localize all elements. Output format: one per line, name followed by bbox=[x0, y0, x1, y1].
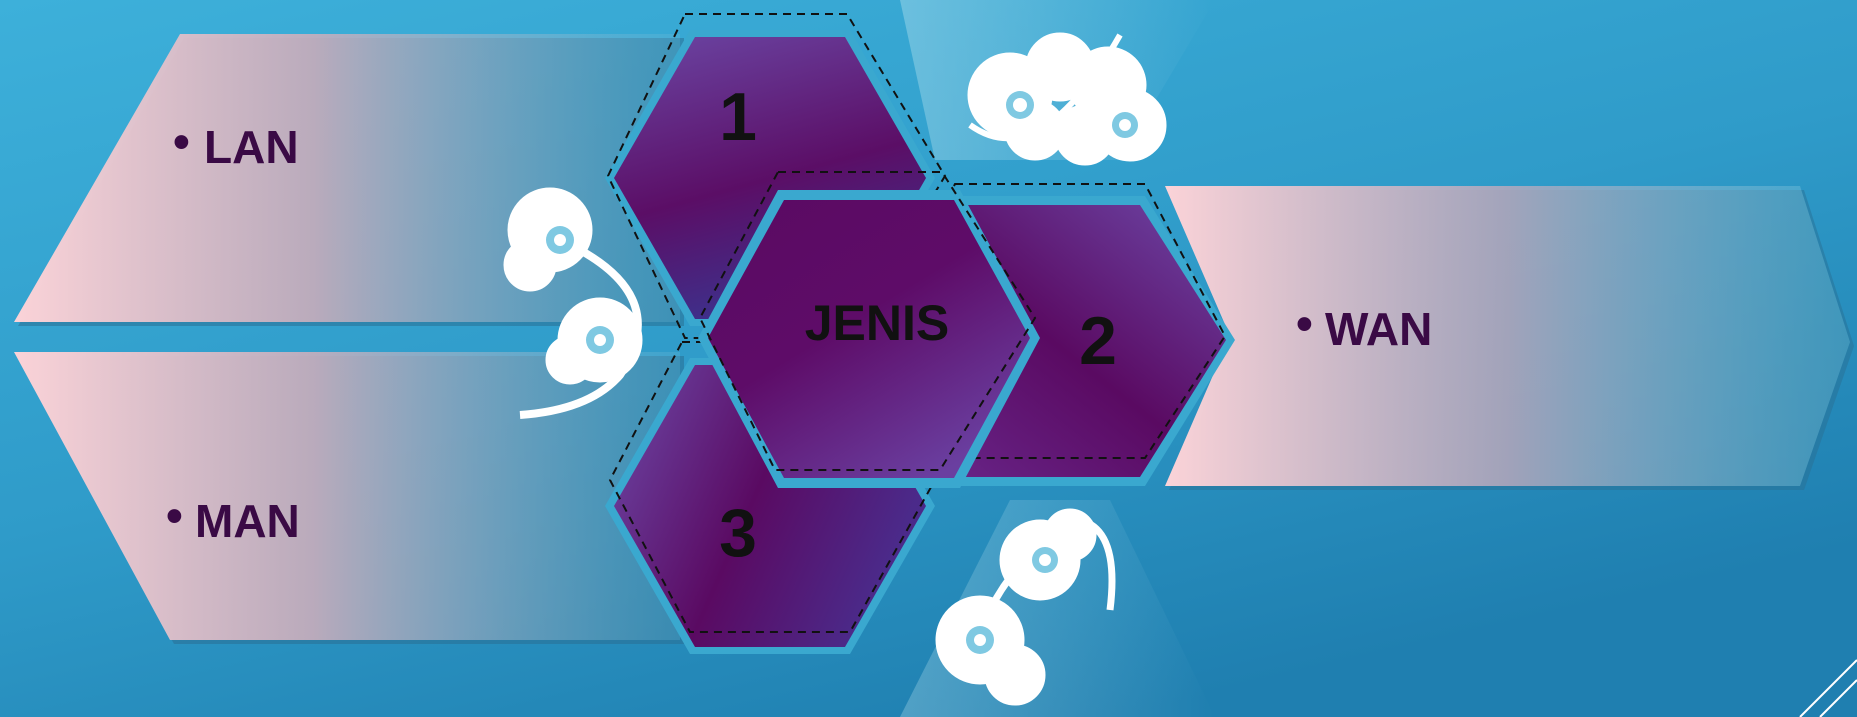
hexagon-2-label: 2 bbox=[1079, 303, 1117, 379]
banner-wan bbox=[1165, 186, 1854, 490]
label-lan: LAN bbox=[204, 121, 299, 173]
bullet-man: • bbox=[166, 490, 183, 543]
hexagon-3-label: 3 bbox=[719, 495, 757, 571]
hexagon-center-label: JENIS bbox=[805, 295, 950, 351]
hexagon-1-label: 1 bbox=[719, 79, 757, 155]
bullet-wan: • bbox=[1296, 298, 1313, 351]
bullet-lan: • bbox=[173, 116, 190, 169]
label-wan: WAN bbox=[1325, 303, 1432, 355]
label-man: MAN bbox=[195, 495, 300, 547]
